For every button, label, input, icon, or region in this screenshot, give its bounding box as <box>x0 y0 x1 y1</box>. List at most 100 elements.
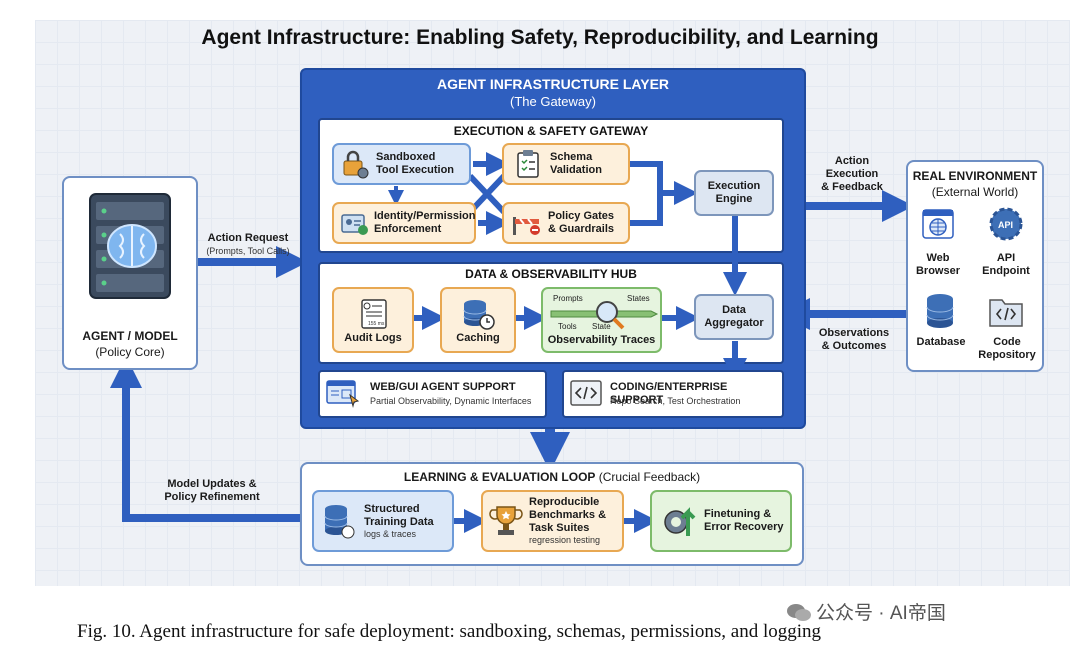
observations-label-2: & Outcomes <box>821 340 887 352</box>
data-hub-title: DATA & OBSERVABILITY HUB <box>465 267 637 281</box>
policy-gates-card: Policy Gates & Guardrails <box>502 202 630 244</box>
reproducible-benchmarks-card: Reproducible Benchmarks & Task Suites re… <box>481 490 624 552</box>
scroll-log-icon: 155 ms <box>361 298 387 329</box>
web-browser-label: Web Browser <box>912 252 964 278</box>
id-badge-icon <box>341 214 368 235</box>
learning-loop-title: LEARNING & EVALUATION LOOP (Crucial Feed… <box>300 470 804 484</box>
coding-support-title: CODING/ENTERPRISE SUPPORT <box>610 381 728 406</box>
web-support-title: WEB/GUI AGENT SUPPORT <box>370 381 516 393</box>
action-exec-label-1: Action <box>834 155 870 167</box>
code-window-icon <box>570 380 602 406</box>
observations-label: Observations & Outcomes <box>806 327 902 353</box>
aggregator-label-2: Aggregator <box>704 317 764 329</box>
agent-subtitle: (Policy Core) <box>95 345 165 359</box>
observability-traces-card: Prompts States Tools State Observability… <box>541 287 662 353</box>
trace-prompts-label: Prompts <box>553 294 583 303</box>
model-updates-label: Model Updates & Policy Refinement <box>156 478 268 504</box>
structured-label-1: Structured <box>364 502 420 515</box>
code-repository-label: Code Repository <box>974 336 1040 362</box>
data-aggregator-card: Data Aggregator <box>694 294 774 340</box>
coding-enterprise-support-panel: CODING/ENTERPRISE SUPPORT Repo Search, T… <box>562 370 784 418</box>
policy-label-2: & Guardrails <box>548 223 615 235</box>
benchmarks-sub-label: regression testing <box>529 535 601 545</box>
structured-training-data-card: Structured Training Data logs & traces <box>312 490 454 552</box>
api-label-1: API <box>996 252 1016 264</box>
action-exec-label-3: & Feedback <box>821 181 883 193</box>
server-brain-icon <box>89 193 171 299</box>
structured-label-2: Training Data <box>364 515 434 528</box>
identity-permission-card: Identity/Permission Enforcement <box>332 202 476 244</box>
sandbox-label-2: Tool Execution <box>376 164 455 176</box>
database-icon <box>926 294 954 328</box>
web-label-2: Browser <box>915 265 961 277</box>
benchmarks-label-1: Reproducible <box>529 496 600 508</box>
structured-sub-label: logs & traces <box>364 528 417 539</box>
finetuning-error-recovery-card: Finetuning & Error Recovery <box>650 490 792 552</box>
database-label: Database <box>916 336 966 348</box>
watermark: 公众号 · AI帝国 <box>786 598 946 625</box>
coding-support-desc: Repo Search, Test Orchestration <box>610 396 741 406</box>
schema-validation-card: Schema Validation <box>502 143 630 185</box>
watermark-text: 公众号 · AI帝国 <box>816 603 946 624</box>
action-exec-label-2: Execution <box>825 168 879 180</box>
database-clock-icon <box>463 299 495 330</box>
agent-model-box: AGENT / MODEL (Policy Core) <box>62 176 198 370</box>
finetune-label-2: Error Recovery <box>704 521 784 533</box>
trace-magnifier-icon: Prompts States Tools State <box>550 294 659 331</box>
benchmarks-label-3: Task Suites <box>529 522 590 534</box>
audit-logs-label: Audit Logs <box>344 331 402 344</box>
trace-state-label: State <box>592 322 611 331</box>
gear-upload-icon <box>664 507 696 536</box>
code-label-2: Repository <box>978 349 1036 361</box>
web-browser-icon <box>922 209 954 239</box>
action-execution-label: Action Execution & Feedback <box>812 155 892 194</box>
policy-label-1: Policy Gates <box>548 210 615 222</box>
caching-label: Caching <box>456 331 500 344</box>
env-title: REAL ENVIRONMENT <box>912 169 1038 183</box>
finetune-label-1: Finetuning & <box>704 508 772 520</box>
policy-to-engine-arrow <box>630 193 663 226</box>
engine-label-2: Engine <box>715 193 753 205</box>
audit-time-text: 155 ms <box>368 321 385 327</box>
learning-title-suffix: (Crucial Feedback) <box>598 470 701 484</box>
web-support-desc: Partial Observability, Dynamic Interface… <box>370 396 532 406</box>
trace-tools-label: Tools <box>558 322 577 331</box>
real-environment-box: REAL ENVIRONMENT (External World) Web Br… <box>906 160 1044 372</box>
layer-title: AGENT INFRASTRUCTURE LAYER <box>436 76 670 92</box>
barrier-gate-icon <box>513 217 540 235</box>
web-label-1: Web <box>926 252 950 264</box>
layer-subtitle: (The Gateway) <box>510 94 596 109</box>
web-gui-support-panel: WEB/GUI AGENT SUPPORT Partial Observabil… <box>318 370 547 418</box>
lock-gear-icon <box>343 150 369 179</box>
learning-title-main: LEARNING & EVALUATION LOOP <box>403 470 596 484</box>
browser-cursor-icon <box>326 380 360 408</box>
model-updates-label-1: Model Updates & <box>167 478 257 490</box>
identity-label-1: Identity/Permission <box>374 210 476 222</box>
trophy-icon <box>489 506 523 535</box>
trace-states-label: States <box>627 294 650 303</box>
agent-title: AGENT / MODEL <box>82 329 178 343</box>
wechat-icon <box>787 604 811 621</box>
code-label-1: Code <box>993 336 1021 348</box>
caching-card: Caching <box>440 287 516 353</box>
sandboxed-tool-execution-card: Sandboxed Tool Execution <box>332 143 471 185</box>
env-subtitle: (External World) <box>931 185 1019 199</box>
api-label-2: Endpoint <box>982 265 1030 277</box>
schema-to-engine-arrow <box>630 161 698 205</box>
observations-label-1: Observations <box>818 327 890 339</box>
sandbox-label-1: Sandboxed <box>376 151 436 163</box>
code-folder-icon <box>989 299 1023 327</box>
api-gear-icon: API <box>989 207 1023 241</box>
audit-logs-card: 155 ms Audit Logs <box>332 287 414 353</box>
observability-traces-label: Observability Traces <box>547 334 656 346</box>
database-file-icon <box>324 505 355 539</box>
execution-gateway-title: EXECUTION & SAFETY GATEWAY <box>453 124 649 138</box>
schema-label-1: Schema <box>550 151 593 163</box>
benchmarks-label-2: Benchmarks & <box>529 509 607 521</box>
diagram-title: Agent Infrastructure: Enabling Safety, R… <box>201 26 879 49</box>
engine-label-1: Execution <box>707 180 761 192</box>
aggregator-label-1: Data <box>722 304 746 316</box>
api-badge-text: API <box>998 220 1013 230</box>
